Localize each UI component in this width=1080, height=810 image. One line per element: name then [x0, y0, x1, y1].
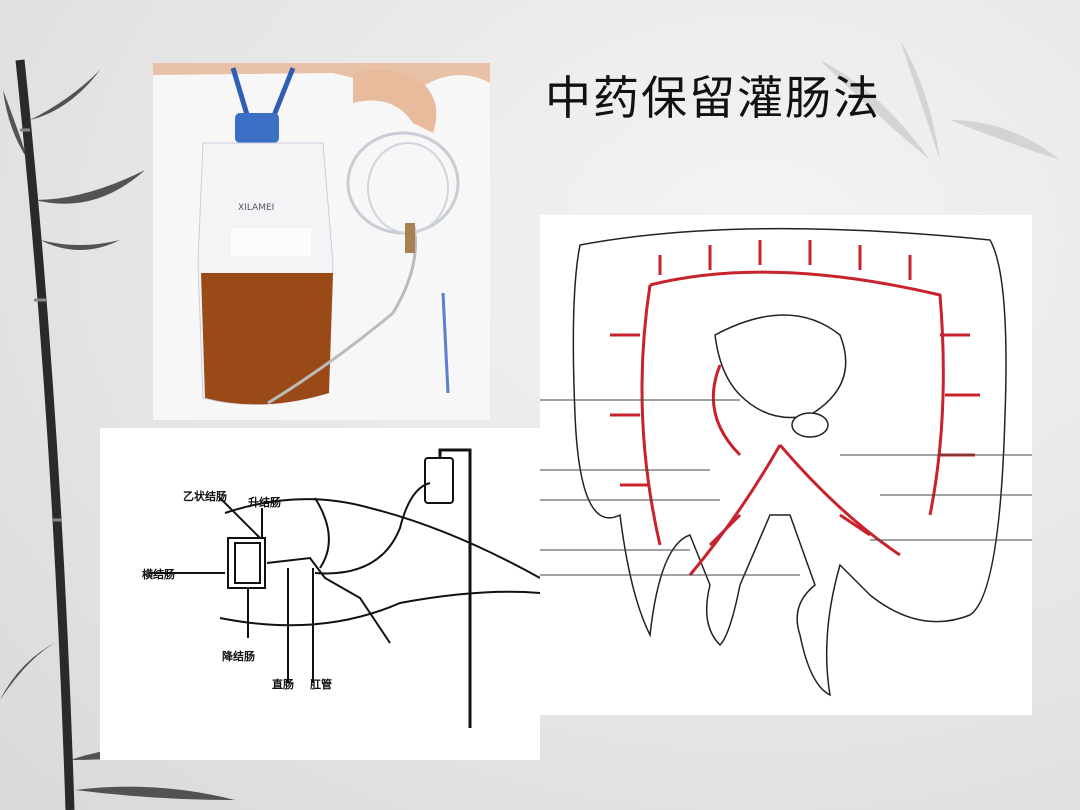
label-sigmoid-colon: 乙状结肠	[183, 490, 227, 503]
logo-text: XILAMEI	[238, 203, 274, 213]
label-transverse-colon: 横结肠	[142, 568, 175, 581]
label-anal-canal: 肛管	[310, 678, 332, 691]
enema-position-diagram: 乙状结肠 升结肠 横结肠 降结肠 直肠 肛管	[100, 428, 540, 760]
label-descending-colon: 降结肠	[222, 650, 255, 663]
label-ascending-colon: 升结肠	[248, 496, 281, 509]
slide-title: 中药保留灌肠法	[545, 71, 881, 125]
enema-bag-photo: XILAMEI	[153, 63, 490, 420]
label-rectum: 直肠	[272, 678, 294, 691]
colon-vessel-illustration	[540, 215, 1032, 715]
